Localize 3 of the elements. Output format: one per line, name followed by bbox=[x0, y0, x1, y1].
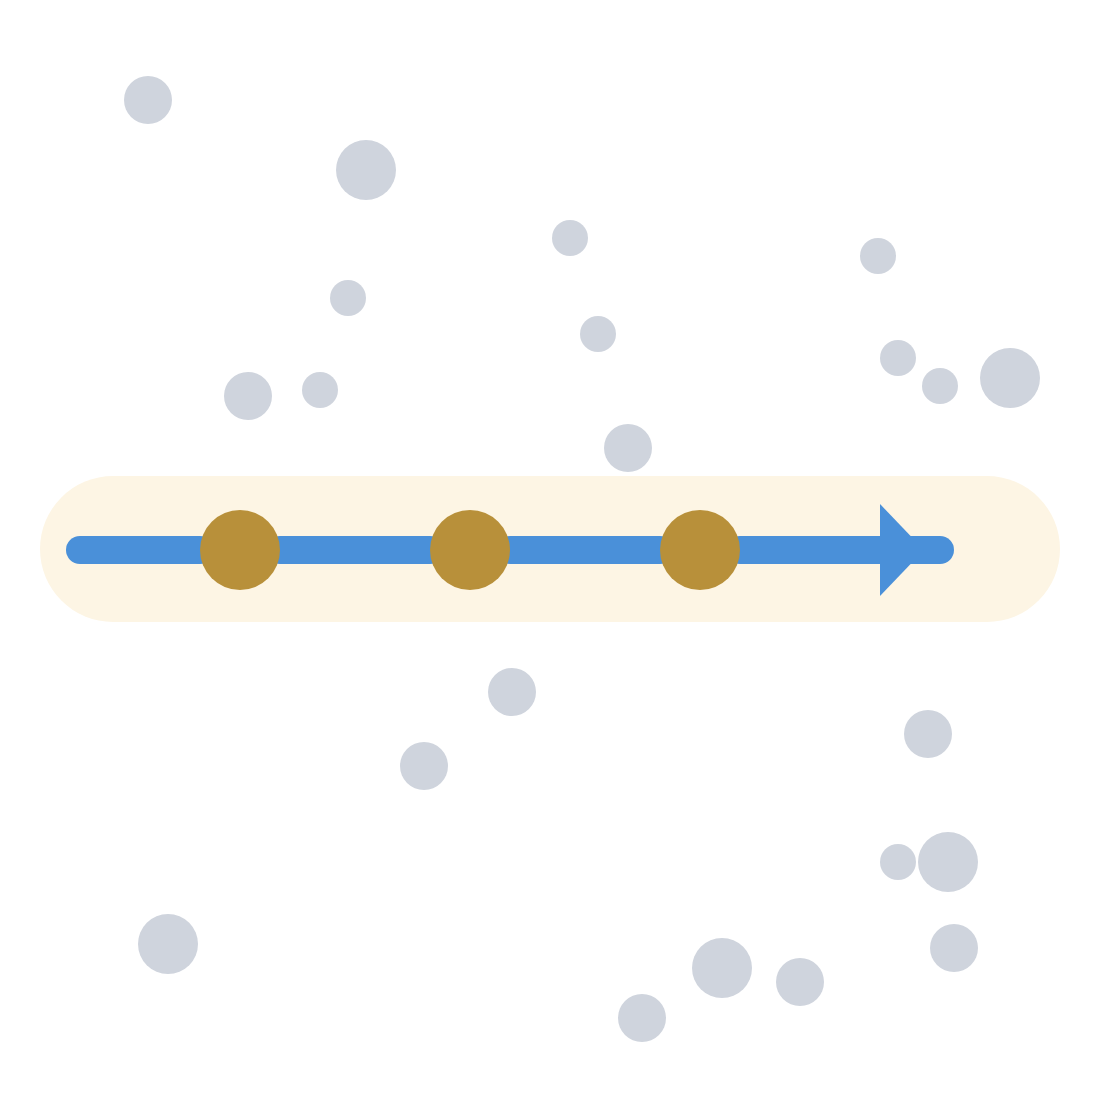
step-circle bbox=[430, 510, 510, 590]
step-circle bbox=[200, 510, 280, 590]
step-circle bbox=[660, 510, 740, 590]
